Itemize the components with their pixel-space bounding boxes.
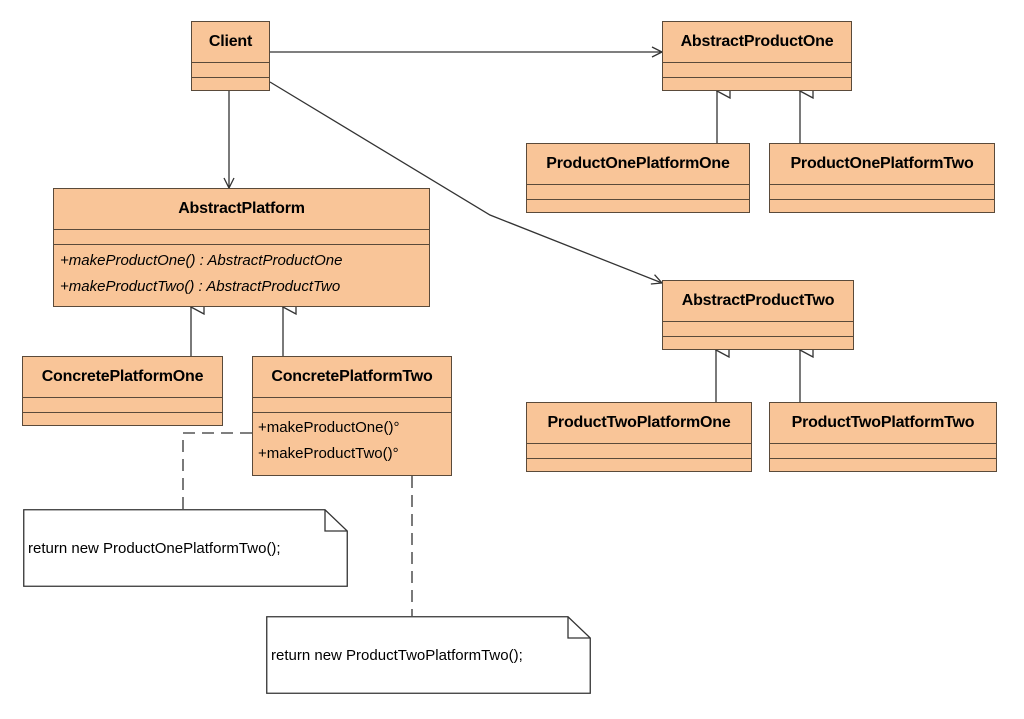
- class-name: ProductTwoPlatformTwo: [770, 403, 996, 444]
- class-attributes: [192, 63, 269, 78]
- class-name: ProductOnePlatformOne: [527, 144, 749, 185]
- class-attributes: [23, 398, 222, 413]
- class-attributes: [527, 444, 751, 459]
- class-operations: [663, 78, 851, 90]
- class-operations: [770, 459, 996, 471]
- class-attributes: [663, 322, 853, 337]
- class-attributes: [770, 185, 994, 200]
- class-operations: +makeProductOne()° +makeProductTwo()°: [253, 413, 451, 475]
- class-operations: [663, 337, 853, 349]
- operation-make-product-two: +makeProductTwo()°: [258, 445, 399, 462]
- class-product-one-platform-two[interactable]: ProductOnePlatformTwo: [769, 143, 995, 213]
- note-text: return new ProductOnePlatformTwo();: [28, 539, 281, 557]
- class-concrete-platform-one[interactable]: ConcretePlatformOne: [22, 356, 223, 426]
- assoc-client-to-abstractproducttwo: [269, 81, 662, 283]
- class-operations: +makeProductOne() : AbstractProductOne +…: [54, 245, 429, 306]
- class-operations: [770, 200, 994, 212]
- class-client[interactable]: Client: [191, 21, 270, 91]
- class-concrete-platform-two[interactable]: ConcretePlatformTwo +makeProductOne()° +…: [252, 356, 452, 476]
- class-name: AbstractProductTwo: [663, 281, 853, 322]
- class-name: AbstractPlatform: [54, 189, 429, 230]
- class-product-two-platform-two[interactable]: ProductTwoPlatformTwo: [769, 402, 997, 472]
- class-abstract-platform[interactable]: AbstractPlatform +makeProductOne() : Abs…: [53, 188, 430, 307]
- operation-make-product-one: +makeProductOne()°: [258, 419, 400, 436]
- note-text: return new ProductTwoPlatformTwo();: [271, 646, 523, 664]
- class-name: ConcretePlatformTwo: [253, 357, 451, 398]
- note-product-two[interactable]: return new ProductTwoPlatformTwo();: [266, 616, 591, 694]
- operation-make-product-two: +makeProductTwo() : AbstractProductTwo: [60, 278, 341, 295]
- note-frame: [266, 616, 591, 694]
- class-operations: [23, 413, 222, 425]
- class-attributes: [770, 444, 996, 459]
- class-attributes: [54, 230, 429, 245]
- class-name: ProductTwoPlatformOne: [527, 403, 751, 444]
- class-name: ConcretePlatformOne: [23, 357, 222, 398]
- class-abstract-product-one[interactable]: AbstractProductOne: [662, 21, 852, 91]
- class-product-one-platform-one[interactable]: ProductOnePlatformOne: [526, 143, 750, 213]
- class-abstract-product-two[interactable]: AbstractProductTwo: [662, 280, 854, 350]
- class-operations: [192, 78, 269, 90]
- note-product-one[interactable]: return new ProductOnePlatformTwo();: [23, 509, 348, 587]
- class-name: ProductOnePlatformTwo: [770, 144, 994, 185]
- class-product-two-platform-one[interactable]: ProductTwoPlatformOne: [526, 402, 752, 472]
- class-operations: [527, 200, 749, 212]
- class-name: AbstractProductOne: [663, 22, 851, 63]
- class-attributes: [663, 63, 851, 78]
- note-frame: [23, 509, 348, 587]
- class-attributes: [527, 185, 749, 200]
- class-name: Client: [192, 22, 269, 63]
- class-operations: [527, 459, 751, 471]
- note-anchor-one: [182, 432, 252, 509]
- class-attributes: [253, 398, 451, 413]
- operation-make-product-one: +makeProductOne() : AbstractProductOne: [60, 252, 343, 269]
